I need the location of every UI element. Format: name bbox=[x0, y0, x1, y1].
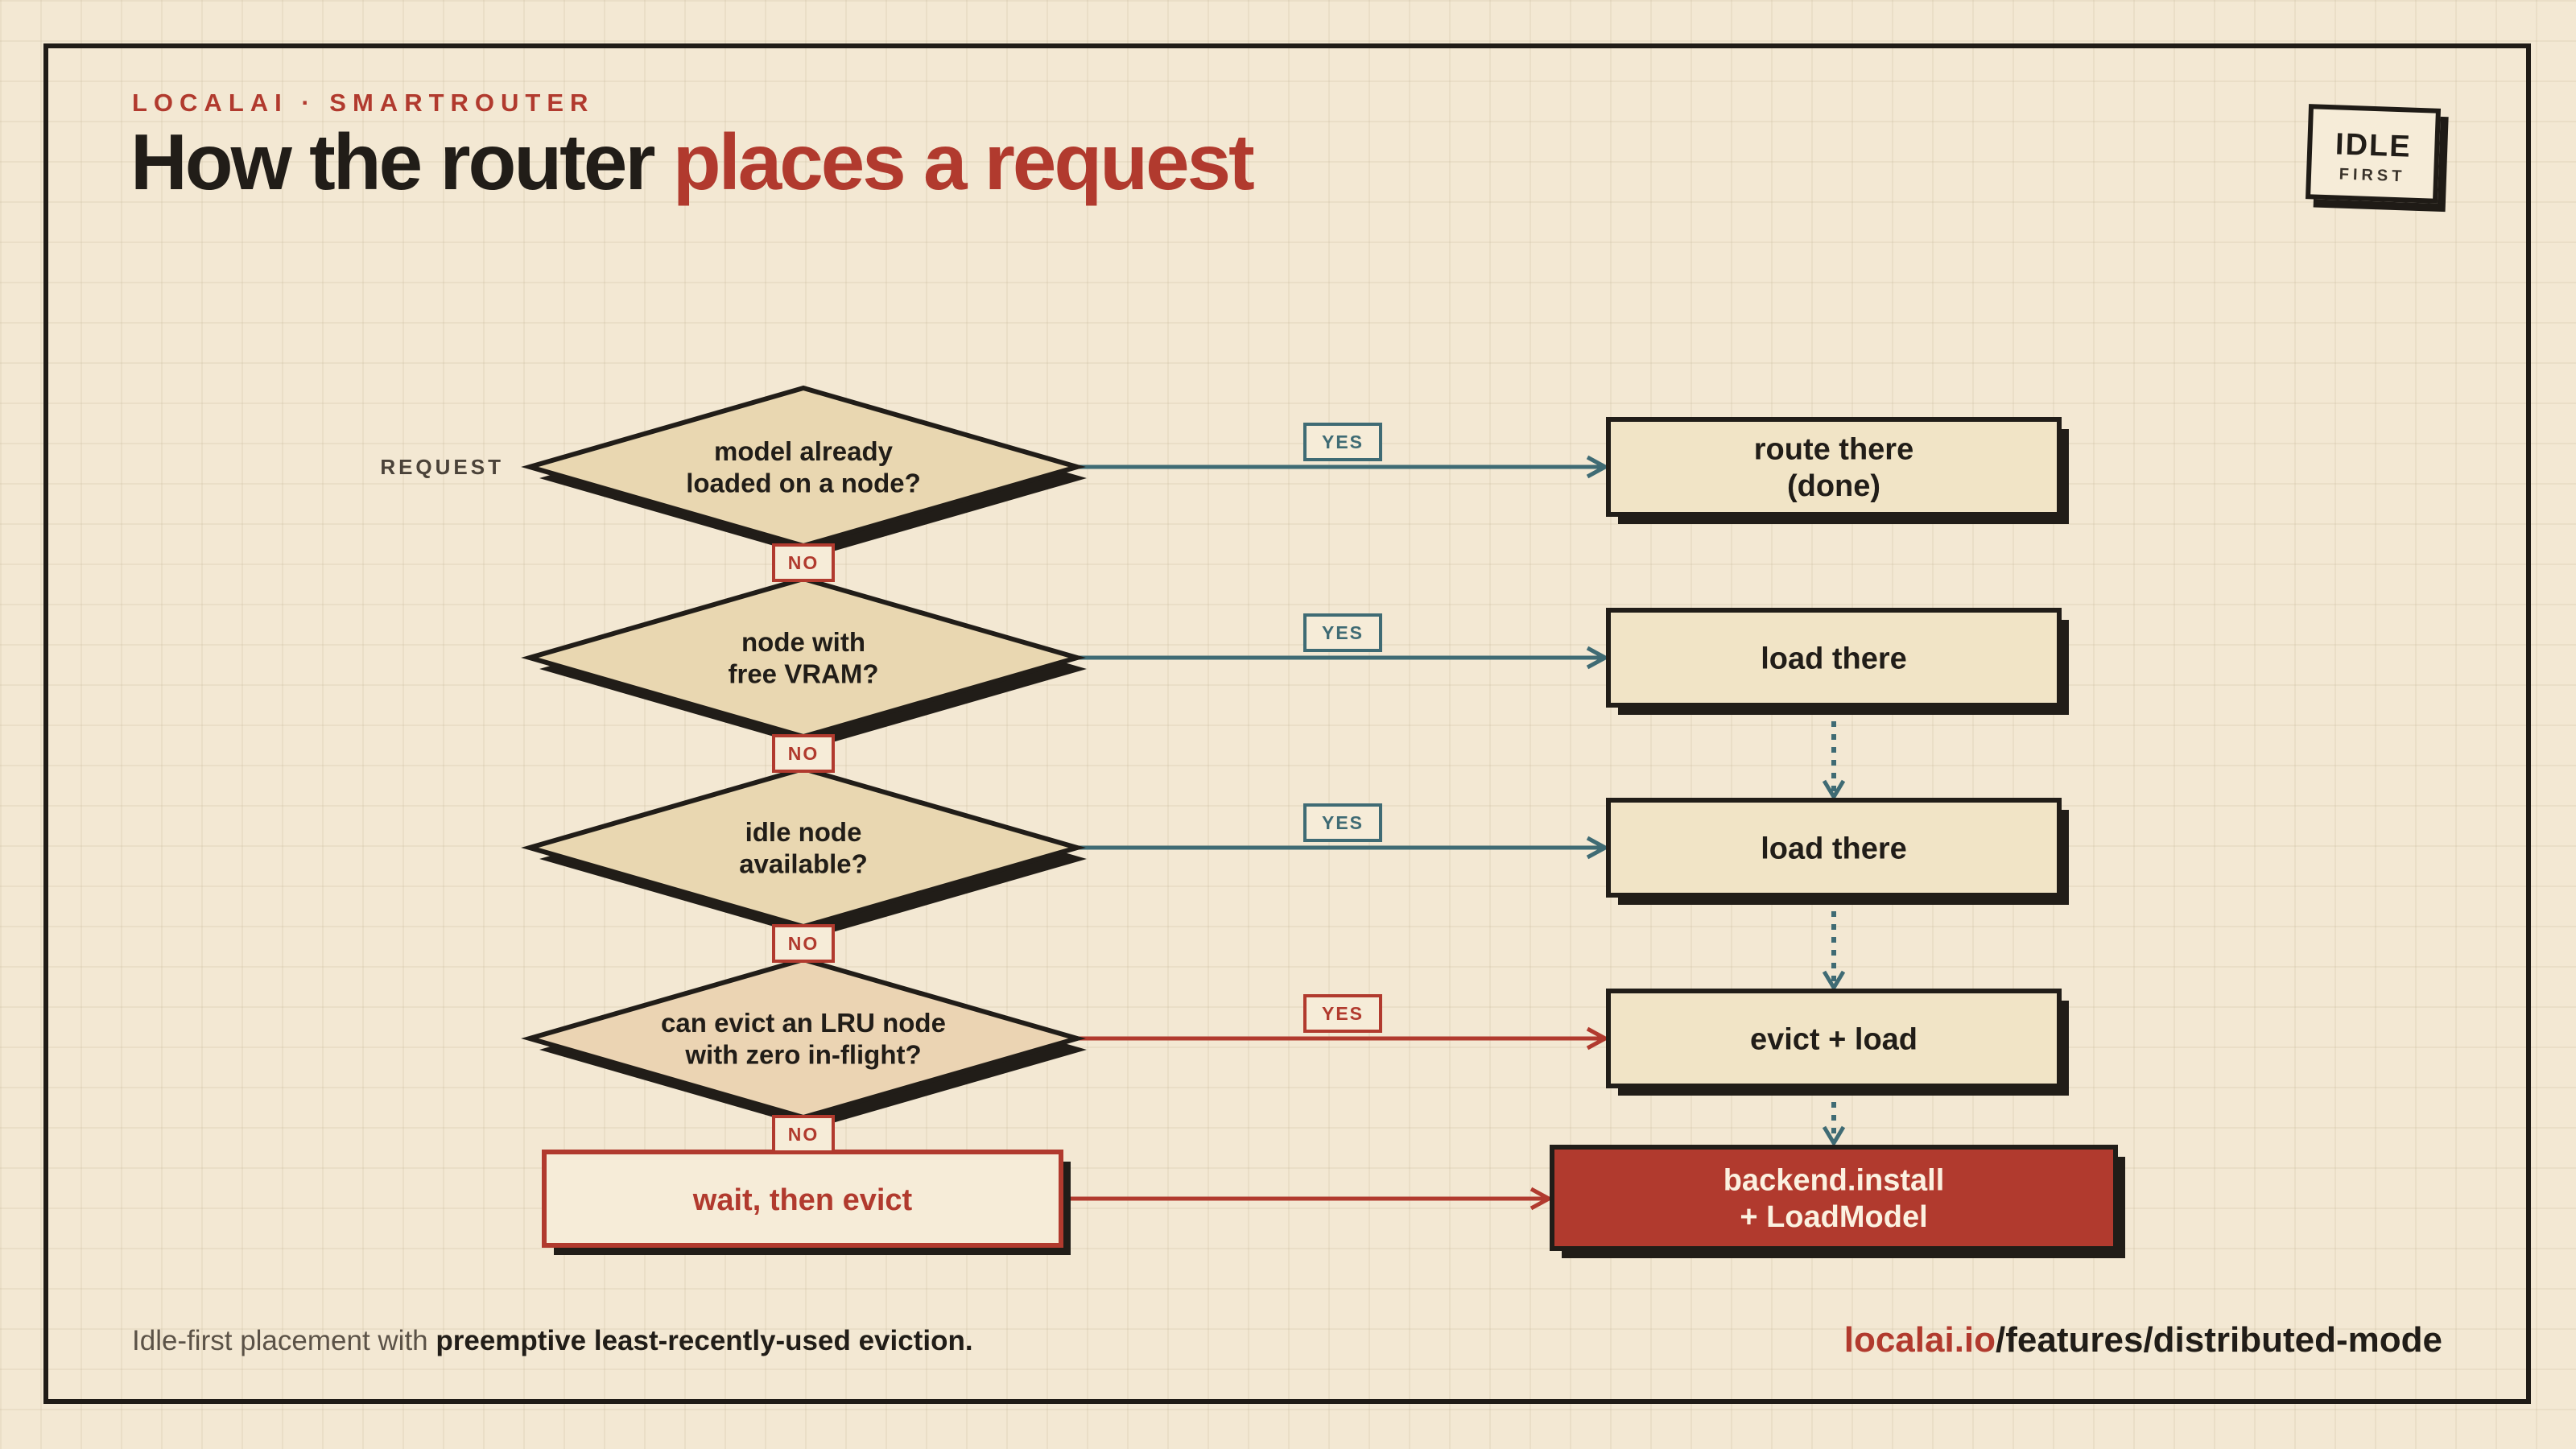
decision-text-3-line-2: available? bbox=[739, 848, 868, 878]
outcome-text-4-line-1: evict + load bbox=[1750, 1022, 1918, 1056]
yes-arrowhead-3 bbox=[1586, 836, 1608, 860]
dotted-arrowhead-3 bbox=[1822, 1125, 1846, 1146]
start-label: REQUEST bbox=[380, 455, 504, 479]
title-plain: How the router bbox=[130, 118, 655, 206]
decision-text-1-line-1: model already bbox=[714, 436, 894, 466]
yes-arrowhead-1 bbox=[1586, 455, 1608, 479]
decision-text-1-line-2: loaded on a node? bbox=[686, 468, 921, 497]
outcome-text-3-line-1: load there bbox=[1761, 832, 1907, 865]
footer-tagline-plain: Idle-first placement with bbox=[132, 1325, 428, 1356]
no-label-2-box bbox=[772, 734, 835, 773]
outcome-text-1-line-1: route there bbox=[1754, 433, 1913, 467]
no-label-3: NO bbox=[788, 933, 819, 954]
page-frame bbox=[43, 43, 2531, 1404]
title-accent: places a request bbox=[672, 118, 1255, 206]
final-box-text-line-1: backend.install bbox=[1724, 1164, 1945, 1198]
outcome-box-4 bbox=[1606, 989, 2062, 1088]
footer-url-domain: localai.io bbox=[1843, 1320, 1996, 1360]
decision-text-2-line-2: free VRAM? bbox=[728, 658, 878, 688]
footer-tagline: Idle-first placement with preemptive lea… bbox=[132, 1325, 973, 1357]
yes-label-4: YES bbox=[1322, 1003, 1364, 1024]
footer-url-path: /features/distributed-mode bbox=[1996, 1320, 2442, 1360]
no-label-2: NO bbox=[788, 743, 819, 764]
yes-label-4-box bbox=[1303, 994, 1382, 1033]
final-box bbox=[1550, 1145, 2118, 1251]
decision-text-4-line-1: can evict an LRU node bbox=[661, 1008, 946, 1038]
wait-box-text: wait, then evict bbox=[692, 1183, 913, 1217]
yes-arrowhead-2 bbox=[1586, 646, 1608, 670]
decision-text-3-line-1: idle node bbox=[745, 817, 862, 847]
brand-eyebrow: LOCALAI · SMARTROUTER bbox=[132, 89, 595, 117]
no-label-3-box bbox=[772, 924, 835, 963]
footer-tagline-strong: preemptive least-recently-used eviction. bbox=[436, 1325, 973, 1356]
yes-label-3-box bbox=[1303, 803, 1382, 842]
no-label-1: NO bbox=[788, 552, 819, 573]
no-label-1-box bbox=[772, 543, 835, 582]
decision-diamond-3 bbox=[521, 766, 1086, 930]
dotted-arrowhead-1 bbox=[1822, 779, 1846, 799]
flow-shapes bbox=[521, 385, 2125, 1258]
yes-label-1-box bbox=[1303, 423, 1382, 461]
decision-diamond-2 bbox=[521, 576, 1086, 740]
decision-diamond-4 bbox=[521, 956, 1086, 1121]
wait-to-final-arrowhead bbox=[1530, 1187, 1551, 1211]
no-label-4-box bbox=[772, 1115, 835, 1154]
outcome-text-2-line-1: load there bbox=[1761, 642, 1907, 675]
dotted-arrowhead-2 bbox=[1822, 970, 1846, 990]
decision-text-4-line-2: with zero in-flight? bbox=[684, 1039, 921, 1069]
outcome-box-3 bbox=[1606, 798, 2062, 898]
yes-label-2-box bbox=[1303, 613, 1382, 652]
no-label-4: NO bbox=[788, 1124, 819, 1145]
footer-url[interactable]: localai.io/features/distributed-mode bbox=[1844, 1320, 2442, 1360]
outcome-box-1 bbox=[1606, 417, 2062, 517]
page-title: How the router places a request bbox=[130, 118, 1255, 206]
wait-box bbox=[542, 1150, 1063, 1248]
decision-diamond-1 bbox=[521, 385, 1086, 549]
outcome-box-2 bbox=[1606, 608, 2062, 708]
yes-label-2: YES bbox=[1322, 622, 1364, 643]
decision-text-2-line-1: node with bbox=[741, 627, 865, 657]
yes-label-1: YES bbox=[1322, 431, 1364, 452]
yes-arrowhead-4 bbox=[1586, 1026, 1608, 1051]
outcome-text-1-line-2: (done) bbox=[1787, 469, 1880, 503]
connectors bbox=[1066, 455, 1846, 1211]
yes-label-3: YES bbox=[1322, 812, 1364, 833]
final-box-text-line-2: + LoadModel bbox=[1740, 1200, 1927, 1234]
